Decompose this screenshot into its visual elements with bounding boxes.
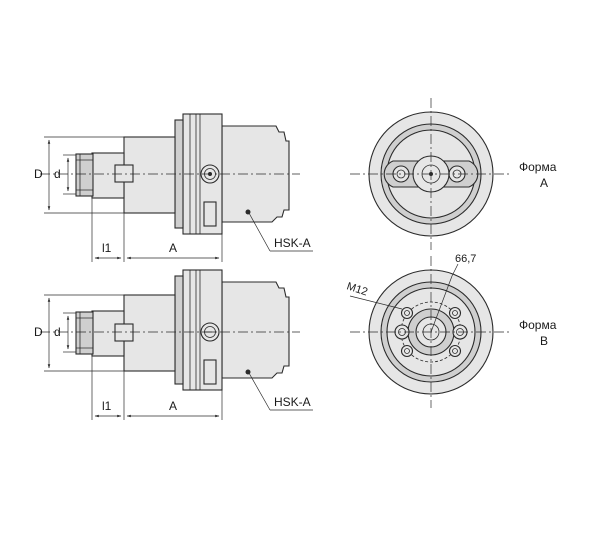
label-m12: M12 bbox=[345, 280, 369, 298]
label-hsk-bottom: HSK-A bbox=[274, 395, 311, 409]
label-l1-bottom: l1 bbox=[102, 399, 112, 413]
front-view-form-a bbox=[350, 98, 510, 250]
label-D-bottom: D bbox=[34, 325, 43, 339]
label-d-bottom: d bbox=[54, 325, 61, 339]
side-view-top bbox=[40, 113, 313, 262]
label-d-top: d bbox=[54, 167, 61, 181]
label-hsk-top: HSK-A bbox=[274, 236, 311, 250]
front-view-form-b bbox=[349, 256, 510, 408]
label-form-b-word: Форма bbox=[519, 318, 557, 332]
side-view-bottom bbox=[40, 269, 313, 420]
label-form-a-letter: A bbox=[540, 176, 548, 190]
label-form-a-word: Форма bbox=[519, 160, 557, 174]
label-angle: 66,7 bbox=[455, 253, 476, 265]
label-form-b-letter: B bbox=[540, 334, 548, 348]
label-l1-top: l1 bbox=[102, 241, 112, 255]
label-D-top: D bbox=[34, 167, 43, 181]
label-A-bottom: A bbox=[169, 399, 177, 413]
label-A-top: A bbox=[169, 241, 177, 255]
